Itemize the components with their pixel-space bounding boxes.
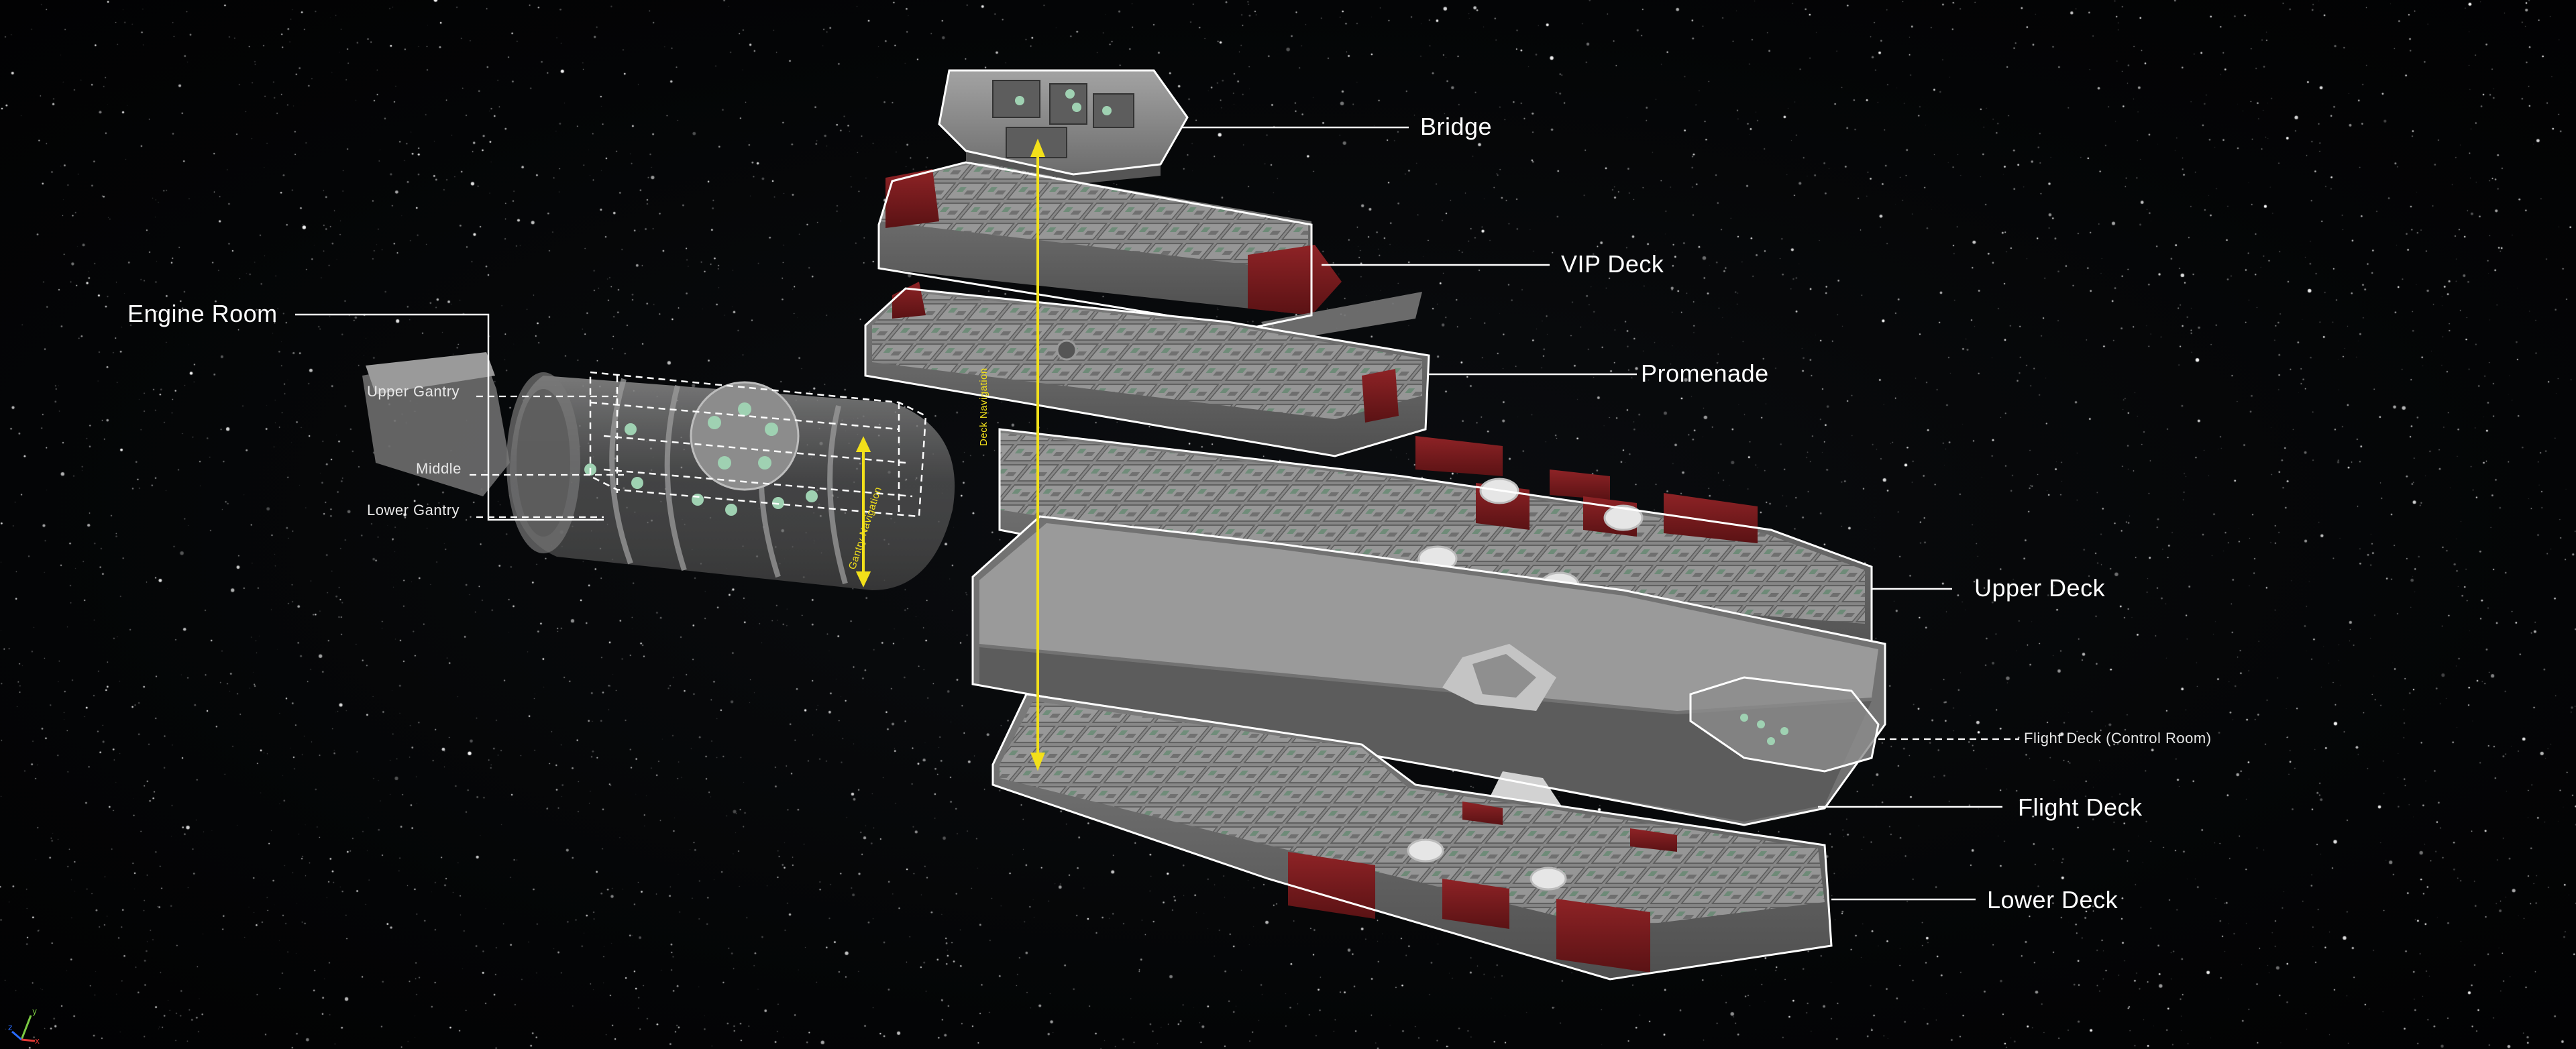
flight-deck-model [971, 515, 2019, 838]
deck-navigation-arrow [1030, 138, 1045, 771]
engine-room-leaders [295, 313, 624, 521]
bridge-model [938, 69, 1409, 184]
vip-deck-model [877, 161, 1550, 342]
lower-deck-model [991, 693, 1976, 981]
label-upper-deck: Upper Deck [1974, 574, 2106, 602]
x-axis-line [21, 1038, 36, 1042]
label-bridge: Bridge [1420, 113, 1493, 140]
label-promenade: Promenade [1641, 360, 1769, 387]
label-engine-room: Engine Room [127, 300, 278, 327]
x-axis-label: x [35, 1036, 40, 1045]
z-axis-line [11, 1030, 22, 1041]
z-axis-label: z [8, 1023, 12, 1032]
promenade-model [864, 282, 1637, 457]
label-flight-deck: Flight Deck [2018, 793, 2143, 821]
y-axis-line [20, 1015, 32, 1040]
label-lower-deck: Lower Deck [1987, 886, 2118, 914]
label-upper-gantry: Upper Gantry [367, 383, 460, 400]
label-middle: Middle [416, 460, 462, 477]
label-deck-navigation: Deck Navigation [978, 368, 989, 446]
y-axis-label: y [32, 1007, 37, 1016]
label-flight-deck-control-room: Flight Deck (Control Room) [2024, 730, 2212, 747]
engine-room-model [362, 352, 955, 590]
lower-red-blocks [1288, 802, 1677, 973]
axis-gizmo: y z x [8, 1007, 40, 1045]
label-lower-gantry: Lower Gantry [367, 502, 460, 518]
label-vip-deck: VIP Deck [1561, 250, 1664, 278]
